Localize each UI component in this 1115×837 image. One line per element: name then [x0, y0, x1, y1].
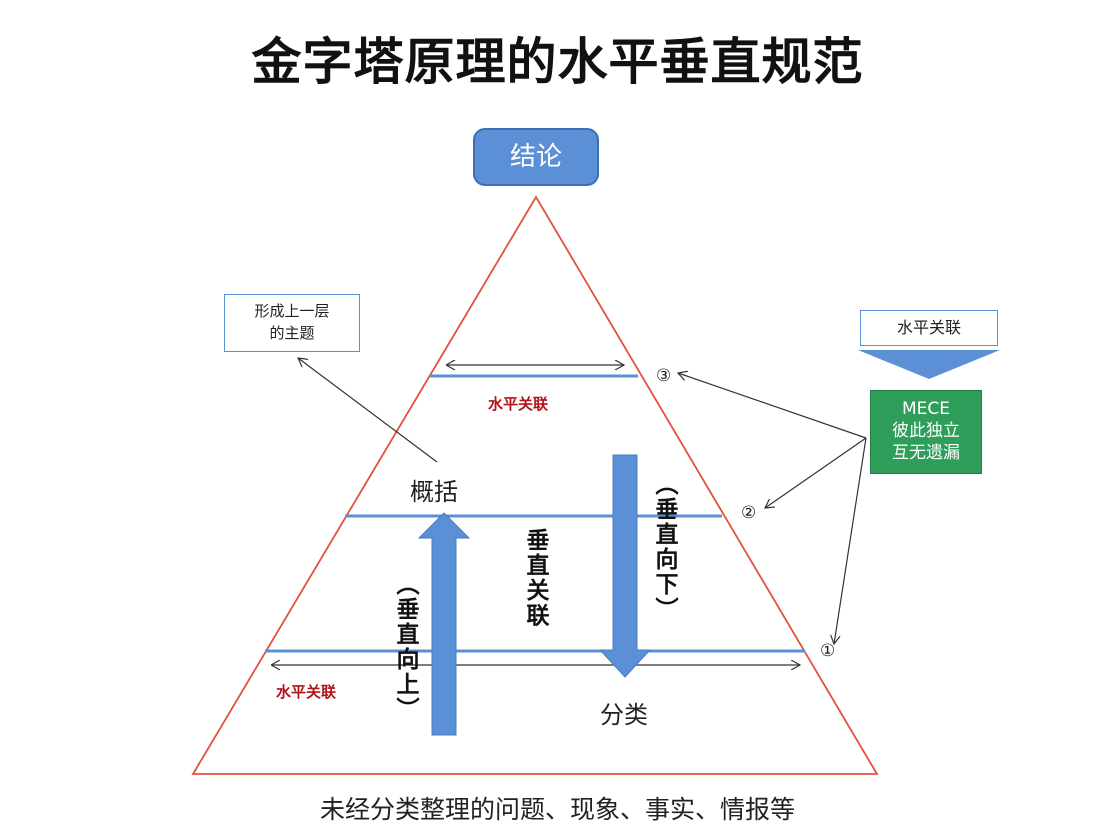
- mece-connector-2: [765, 437, 867, 508]
- summarize-label: 概括: [410, 478, 458, 506]
- mece-line3: 互无遗漏: [892, 443, 960, 463]
- level-marker-2: ②: [741, 503, 757, 523]
- page-title: 金字塔原理的水平垂直规范: [251, 32, 864, 91]
- summary-note-line1: 形成上一层: [254, 302, 330, 320]
- summary-note-box: 形成上一层 的主题: [224, 294, 360, 352]
- mece-line2: 彼此独立: [892, 421, 960, 441]
- summary-note-line2: 的主题: [269, 324, 315, 342]
- level-marker-3: ③: [656, 366, 672, 386]
- level-marker-1: ①: [820, 641, 836, 661]
- vertical-down-arrow: [598, 454, 652, 678]
- mece-connector-3: [678, 373, 867, 439]
- horizontal-box-pointer: [858, 350, 1000, 379]
- vertical-down-label: （垂直向下）: [651, 472, 677, 622]
- pyramid-triangle: [191, 195, 879, 775]
- vertical-up-label: （垂直向上）: [392, 572, 418, 722]
- horizontal-label-bottom: 水平关联: [276, 683, 337, 701]
- conclusion-box: 结论: [473, 128, 599, 186]
- vertical-up-arrow: [417, 512, 471, 736]
- mece-connector-1: [834, 437, 867, 644]
- classify-label: 分类: [600, 701, 648, 729]
- mece-box: MECE 彼此独立 互无遗漏: [870, 390, 982, 474]
- bottom-caption: 未经分类整理的问题、现象、事实、情报等: [319, 795, 795, 824]
- horizontal-relation-box: 水平关联: [860, 310, 998, 346]
- mece-line1: MECE: [901, 399, 951, 419]
- horizontal-label-top: 水平关联: [488, 395, 549, 413]
- vertical-relation-label: 垂直关联: [522, 528, 548, 628]
- summary-pointer: [298, 358, 438, 463]
